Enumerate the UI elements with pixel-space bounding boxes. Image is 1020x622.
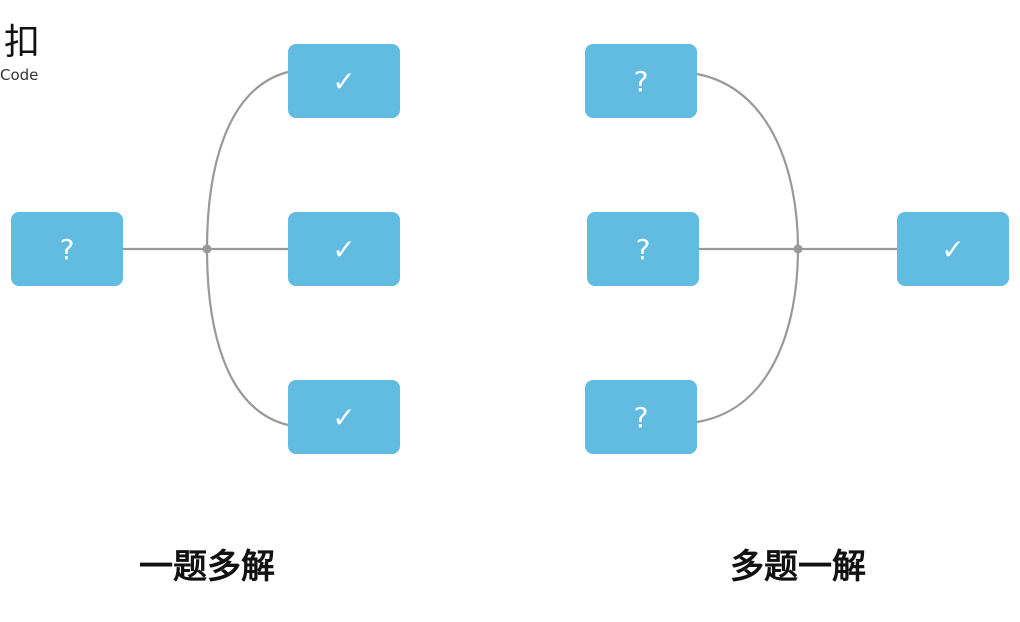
check-mark: ✓ bbox=[332, 401, 355, 434]
many-to-one-diagram: ? ? ? ✓ 多题一解 bbox=[585, 44, 1009, 587]
question-mark: ? bbox=[634, 401, 649, 434]
solution-box-middle: ✓ bbox=[288, 212, 400, 286]
check-mark: ✓ bbox=[332, 233, 355, 266]
solution-box: ✓ bbox=[897, 212, 1009, 286]
question-box-top: ? bbox=[585, 44, 697, 118]
link-junction-bottom bbox=[205, 248, 289, 427]
logo-glyph: 扣 bbox=[4, 22, 40, 63]
junction-node bbox=[202, 244, 212, 254]
logo: 扣 Code bbox=[0, 22, 40, 84]
question-mark: ? bbox=[634, 65, 649, 98]
solution-box-bottom: ✓ bbox=[288, 380, 400, 454]
logo-text: Code bbox=[0, 66, 38, 84]
question-mark: ? bbox=[60, 233, 75, 266]
link-bottom-junction bbox=[696, 248, 800, 424]
check-mark: ✓ bbox=[332, 65, 355, 98]
junction-node bbox=[793, 244, 803, 254]
question-box-bottom: ? bbox=[585, 380, 697, 454]
question-box: ? bbox=[11, 212, 123, 286]
link-top-junction bbox=[696, 72, 800, 250]
question-mark: ? bbox=[636, 233, 651, 266]
solution-box-top: ✓ bbox=[288, 44, 400, 118]
left-caption: 一题多解 bbox=[139, 547, 275, 587]
question-box-middle: ? bbox=[587, 212, 699, 286]
right-caption: 多题一解 bbox=[730, 547, 866, 587]
one-to-many-diagram: ? ✓ ✓ ✓ 一题多解 bbox=[11, 44, 400, 587]
link-junction-top bbox=[205, 70, 289, 250]
check-mark: ✓ bbox=[941, 233, 964, 266]
